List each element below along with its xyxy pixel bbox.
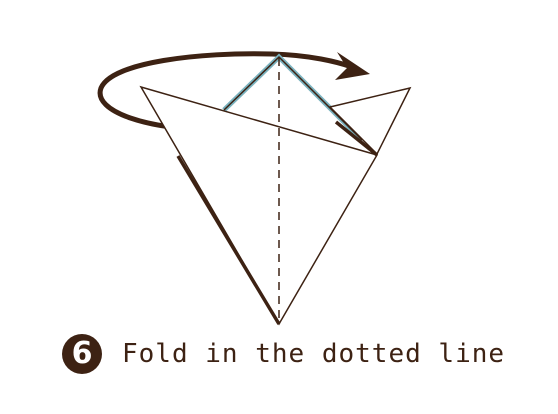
right-flap (328, 86, 412, 156)
rotate-arrow-icon (97, 51, 370, 133)
step-number-badge: 6 (62, 334, 102, 374)
main-triangle (139, 85, 379, 326)
step-instruction: Fold in the dotted line (122, 339, 506, 369)
rotate-arrow-head (335, 52, 370, 80)
step-number: 6 (71, 336, 93, 371)
left-thick-edge (176, 155, 281, 325)
right-thick-edge (334, 120, 379, 157)
rotate-arrow-curve (97, 51, 353, 133)
step-caption: 6 Fold in the dotted line (62, 332, 505, 376)
